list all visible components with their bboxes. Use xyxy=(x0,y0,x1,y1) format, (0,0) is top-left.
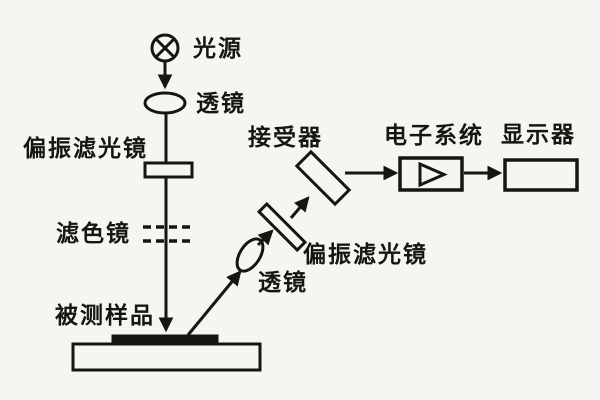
label-color-filter: 滤色镜 xyxy=(56,221,131,246)
label-lens-diagonal: 透镜 xyxy=(258,270,308,295)
label-polarizer-right: 偏振滤光镜 xyxy=(303,242,428,267)
amplifier-triangle-icon xyxy=(418,161,448,188)
display-shape xyxy=(503,158,579,192)
label-light-source: 光源 xyxy=(193,36,243,61)
beam-lens-to-polarizer xyxy=(256,229,274,247)
color-filter-shape xyxy=(143,225,191,243)
electronic-system-shape xyxy=(398,156,464,192)
label-display: 显示器 xyxy=(501,122,576,147)
label-lens-top: 透镜 xyxy=(196,91,246,116)
polarizer-left-shape xyxy=(143,161,194,179)
beam-polarizer-to-receiver xyxy=(289,196,310,219)
receiver-shape xyxy=(294,149,352,207)
sample-shape xyxy=(111,334,219,346)
light-source-icon xyxy=(150,33,180,63)
label-polarizer-left: 偏振滤光镜 xyxy=(23,136,148,161)
label-receiver: 接受器 xyxy=(248,125,323,150)
label-sample: 被测样品 xyxy=(55,303,155,328)
polarizer-right-shape xyxy=(256,201,308,253)
label-electronic-system: 电子系统 xyxy=(384,123,484,148)
lens-top-shape xyxy=(143,91,187,115)
beam-sample-to-lens xyxy=(186,270,242,336)
sample-stage-shape xyxy=(71,342,262,372)
